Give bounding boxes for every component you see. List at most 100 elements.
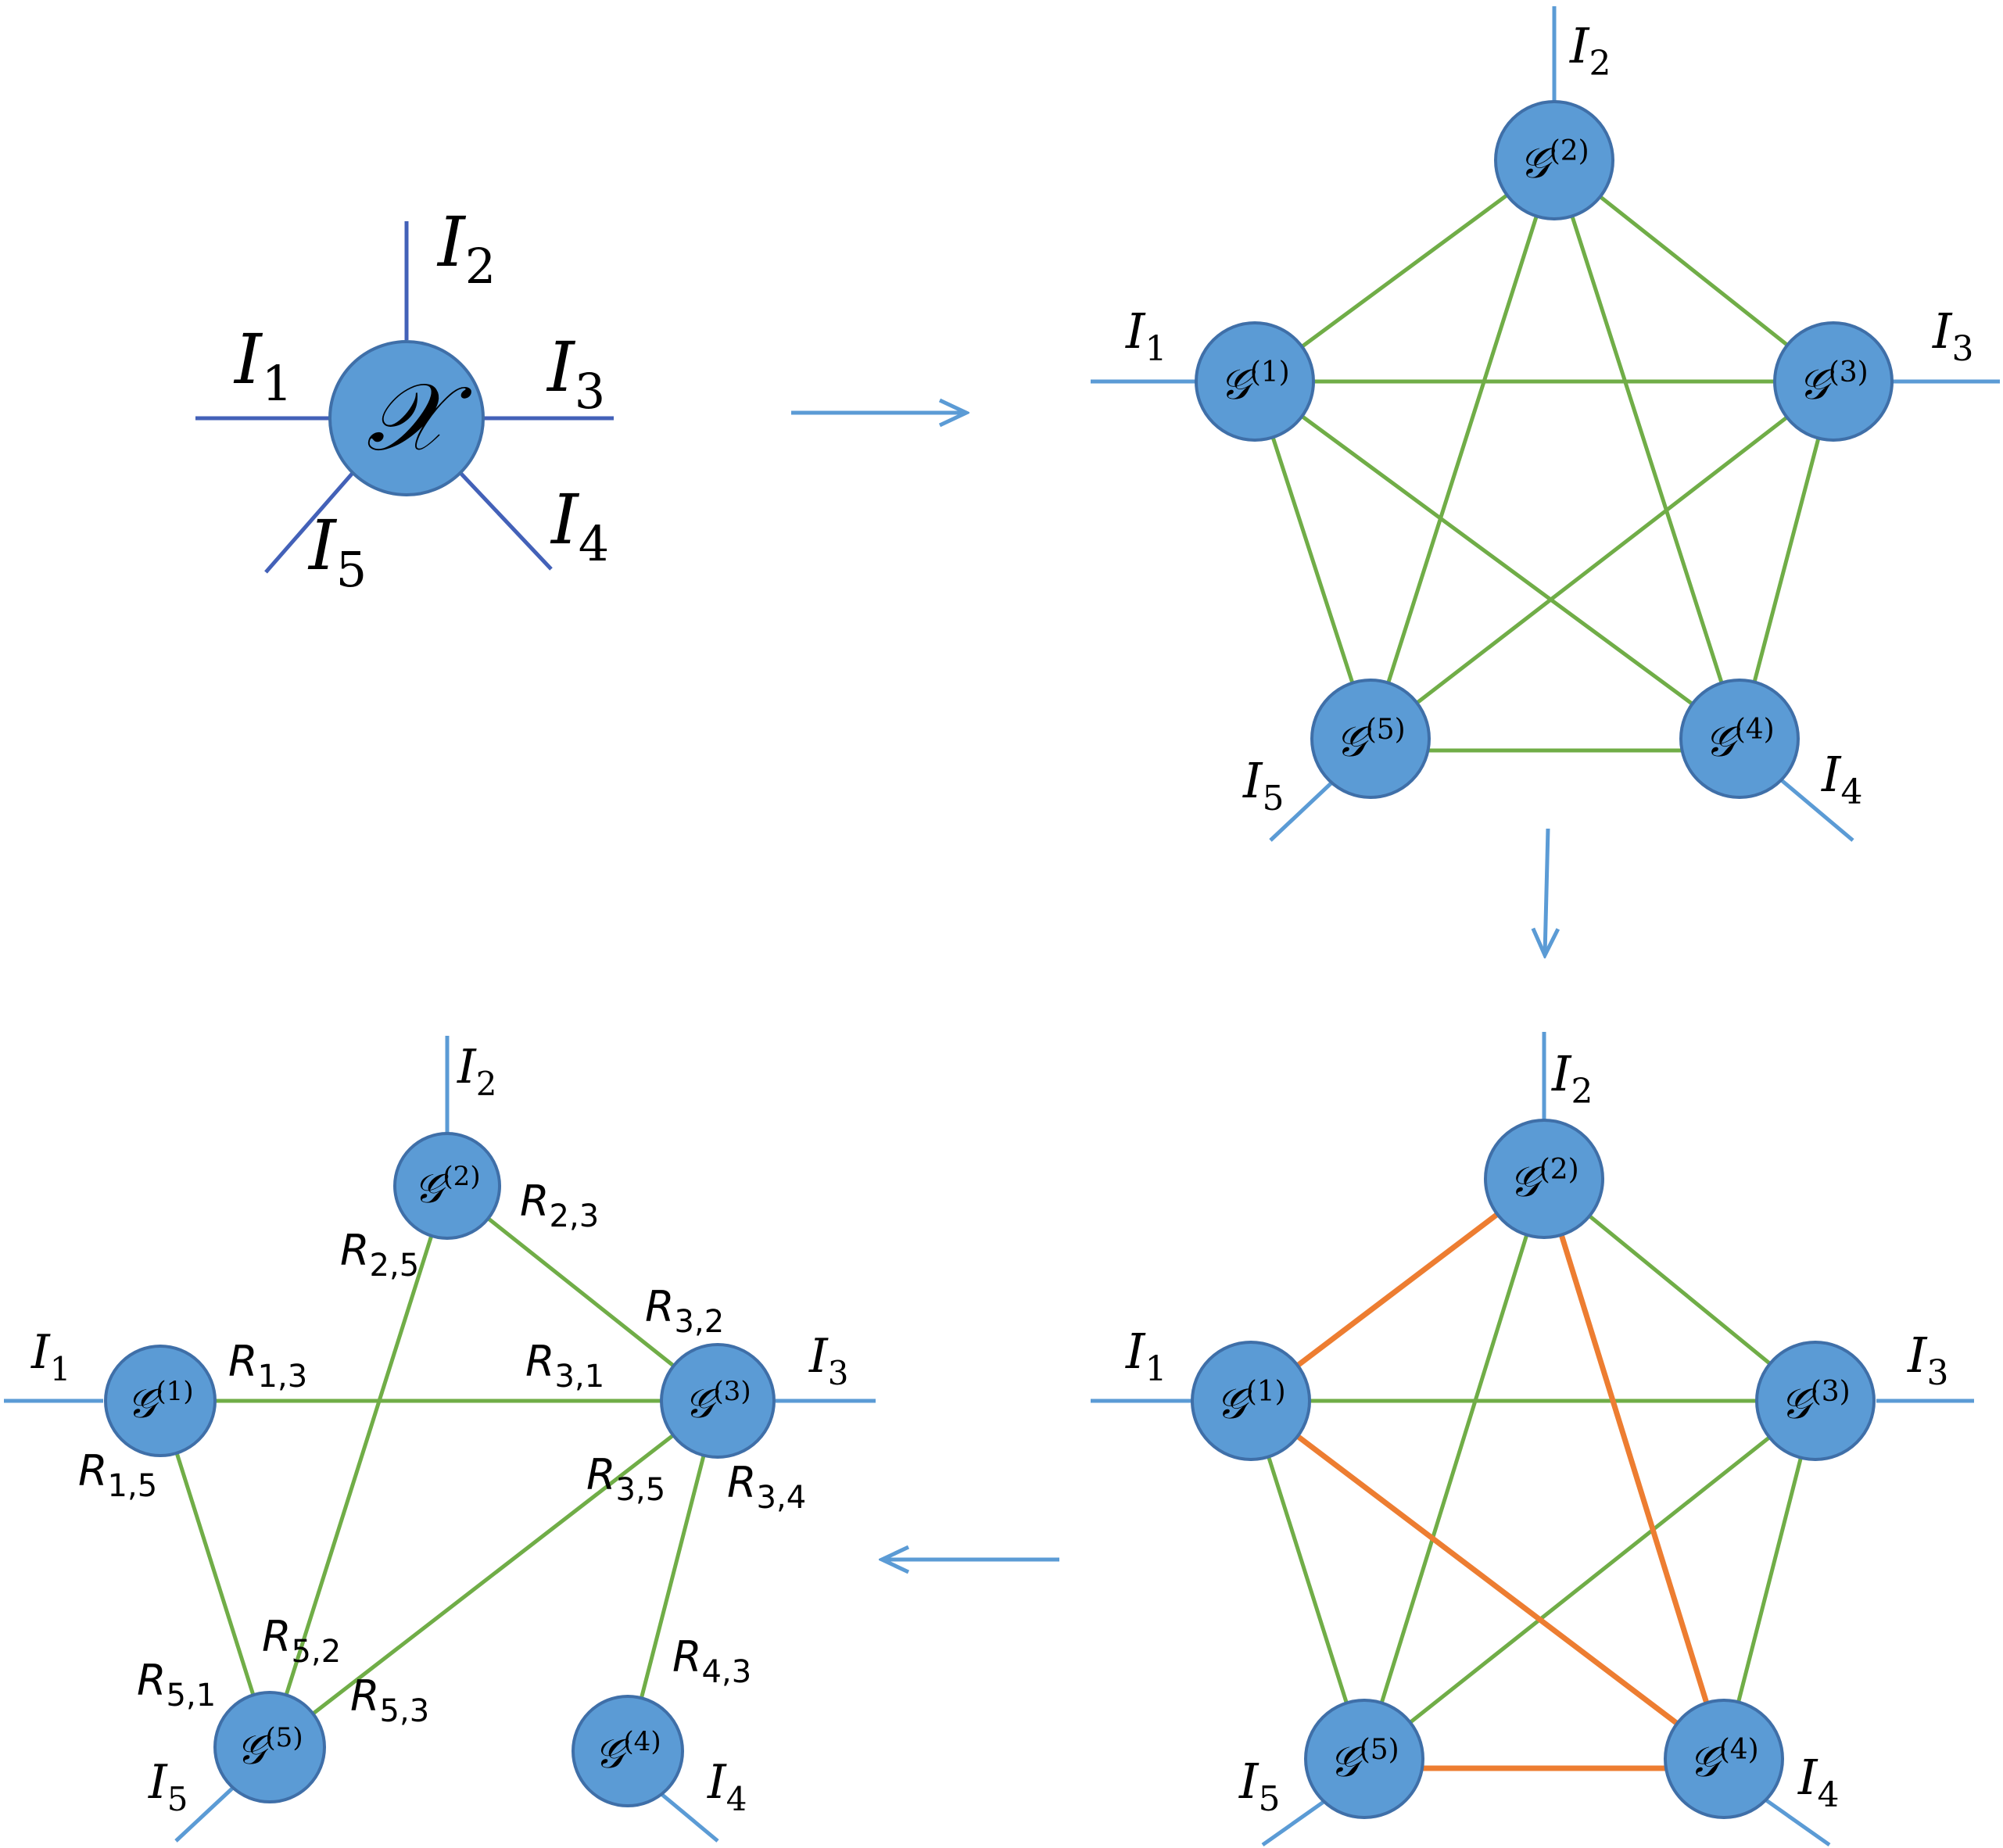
core-g1 bbox=[1191, 1341, 1311, 1461]
panel-c-index-i2: I2 bbox=[1551, 1045, 1593, 1112]
edge-1-2 bbox=[1253, 158, 1556, 384]
panel-d-leg-i5 bbox=[174, 1785, 236, 1843]
panel-c-index-i1: I1 bbox=[1125, 1323, 1167, 1389]
rank-label-r32: R3,2 bbox=[645, 1282, 724, 1340]
leg-i5 bbox=[264, 471, 355, 574]
core-g3 bbox=[1755, 1341, 1876, 1461]
core-g4 bbox=[1664, 1699, 1784, 1819]
panel-b-index-legs bbox=[1091, 6, 2000, 842]
edge-3-5 bbox=[1369, 380, 1835, 740]
panel-c-pruning-selection: 𝒢(1) 𝒢(2) 𝒢(3) 𝒢(4) 𝒢(5) I2 I1 I3 I5 I4 bbox=[1091, 1032, 1974, 1847]
edge-1-5 bbox=[158, 1400, 272, 1748]
edge-2-5 bbox=[1362, 1178, 1546, 1760]
rank-label-r35: R3,5 bbox=[586, 1450, 665, 1508]
edge-1-5 bbox=[1252, 381, 1373, 740]
core-g2 bbox=[393, 1132, 501, 1240]
core-g3 bbox=[660, 1343, 776, 1459]
core-g2-label: 𝒢(2) bbox=[1519, 135, 1589, 188]
edge-3-5 bbox=[268, 1399, 719, 1749]
panel-c-nodes bbox=[1191, 1119, 1876, 1819]
pruned-edge-1-4 bbox=[1249, 1399, 1726, 1761]
panel-c-index-i5: I5 bbox=[1238, 1753, 1281, 1819]
panel-b-index-i2: I2 bbox=[1569, 17, 1611, 84]
index-label-i5: I5 bbox=[307, 505, 367, 598]
panel-b-index-i5: I5 bbox=[1242, 752, 1285, 818]
core-g4-label: 𝒢(4) bbox=[1689, 1734, 1758, 1786]
core-g4-label: 𝒢(4) bbox=[594, 1726, 661, 1778]
panel-d-leg-i4 bbox=[655, 1789, 719, 1843]
panel-b-fully-connected-network: 𝒢(1) 𝒢(2) 𝒢(3) 𝒢(4) 𝒢(5) I2 I1 I3 I5 I4 bbox=[1091, 6, 2000, 842]
core-g4 bbox=[1679, 679, 1800, 799]
panel-c-index-legs bbox=[1091, 1032, 1974, 1847]
core-g2-label: 𝒢(2) bbox=[414, 1161, 480, 1212]
panel-c-orange-edges bbox=[1249, 1176, 1727, 1771]
panel-d-pruned-network: 𝒢(1) 𝒢(2) 𝒢(3) 𝒢(4) 𝒢(5) I2 I1 I3 I5 I4 … bbox=[4, 1036, 876, 1843]
panel-b-index-i1: I1 bbox=[1125, 303, 1167, 369]
panel-d-node-labels: 𝒢(1) 𝒢(2) 𝒢(3) 𝒢(4) 𝒢(5) bbox=[127, 1161, 751, 1778]
rank-label-r43: R4,3 bbox=[672, 1632, 751, 1690]
flow-arrows bbox=[791, 413, 1548, 1560]
panel-b-leg-i5 bbox=[1269, 776, 1338, 842]
panel-d-index-i2: I2 bbox=[457, 1040, 496, 1103]
panel-c-index-i4: I4 bbox=[1797, 1749, 1840, 1815]
panel-a-original-tensor: 𝒳 I2 I1 I3 I4 I5 bbox=[195, 202, 614, 598]
panel-c-index-labels: I2 I1 I3 I5 I4 bbox=[1125, 1045, 1949, 1819]
panel-d-index-i4: I4 bbox=[707, 1755, 747, 1818]
index-label-i4: I4 bbox=[550, 479, 609, 572]
panel-c-node-labels: 𝒢(1) 𝒢(2) 𝒢(3) 𝒢(4) 𝒢(5) bbox=[1216, 1154, 1850, 1786]
rank-label-r34: R3,4 bbox=[727, 1458, 806, 1516]
panel-d-index-legs bbox=[4, 1036, 876, 1843]
tensor-x-node bbox=[328, 340, 485, 496]
index-label-i3: I3 bbox=[546, 327, 605, 420]
panel-d-nodes bbox=[104, 1132, 776, 1807]
rank-label-r15: R1,5 bbox=[78, 1446, 157, 1504]
edge-2-5 bbox=[267, 1185, 450, 1748]
pruned-edge-1-2 bbox=[1249, 1176, 1546, 1403]
panel-b-node-labels: 𝒢(1) 𝒢(2) 𝒢(3) 𝒢(4) 𝒢(5) bbox=[1220, 135, 1868, 766]
edge-3-4 bbox=[625, 1400, 720, 1752]
panel-c-leg-i4 bbox=[1761, 1796, 1831, 1847]
edge-1-4 bbox=[1253, 379, 1741, 741]
core-g5 bbox=[1304, 1699, 1424, 1819]
core-g2 bbox=[1494, 100, 1614, 220]
core-g5 bbox=[213, 1691, 326, 1803]
edge-2-5 bbox=[1368, 159, 1557, 740]
rank-label-r25: R2,5 bbox=[340, 1226, 419, 1284]
core-g2 bbox=[1484, 1119, 1604, 1239]
rank-label-r52: R5,2 bbox=[262, 1612, 341, 1670]
pruned-edge-2-4 bbox=[1541, 1177, 1727, 1760]
edge-3-4 bbox=[1722, 1400, 1818, 1760]
index-label-i2: I2 bbox=[436, 202, 496, 295]
core-g4-label: 𝒢(4) bbox=[1704, 714, 1774, 766]
edge-1-5 bbox=[1249, 1400, 1367, 1760]
rank-label-r51: R5,1 bbox=[137, 1656, 216, 1714]
panel-c-leg-i5 bbox=[1261, 1796, 1331, 1847]
panel-b-green-edges bbox=[1252, 158, 1836, 753]
panel-c-green-edges bbox=[1249, 1177, 1818, 1760]
panel-d-index-i1: I1 bbox=[30, 1325, 70, 1388]
core-g5 bbox=[1310, 679, 1431, 799]
panel-b-index-i4: I4 bbox=[1821, 746, 1863, 812]
panel-b-leg-i4 bbox=[1777, 776, 1854, 842]
panel-b-index-i3: I3 bbox=[1932, 303, 1974, 369]
edge-3-4 bbox=[1737, 381, 1836, 740]
panel-a-index-legs bbox=[195, 221, 614, 574]
panel-d-index-i5: I5 bbox=[148, 1755, 188, 1818]
leg-i4 bbox=[458, 471, 553, 571]
rank-label-r23: R2,3 bbox=[520, 1176, 599, 1234]
core-g1 bbox=[1195, 321, 1315, 442]
panel-c-index-i3: I3 bbox=[1907, 1327, 1949, 1393]
arrow-down bbox=[1545, 828, 1548, 955]
edge-3-5 bbox=[1363, 1399, 1817, 1760]
core-g1 bbox=[104, 1345, 217, 1457]
index-label-i1: I1 bbox=[233, 319, 292, 412]
panel-b-nodes bbox=[1195, 100, 1894, 799]
edge-2-4 bbox=[1552, 159, 1742, 740]
core-g3-label: 𝒢(3) bbox=[1798, 356, 1868, 409]
core-g3 bbox=[1773, 321, 1894, 442]
rank-label-r31: R3,1 bbox=[525, 1337, 604, 1395]
panel-d-index-i3: I3 bbox=[808, 1329, 848, 1392]
rank-label-r53: R5,3 bbox=[350, 1671, 429, 1729]
rank-label-r13: R1,3 bbox=[228, 1337, 307, 1395]
